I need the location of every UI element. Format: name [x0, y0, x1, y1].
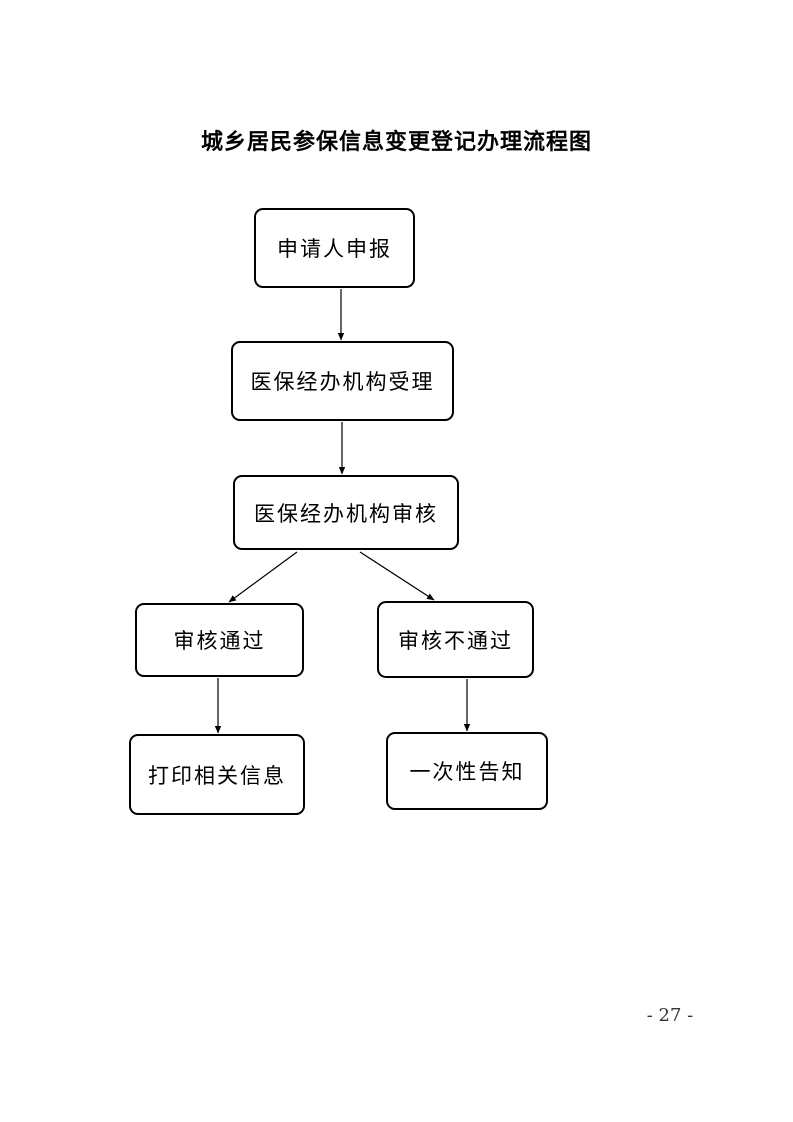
arrow-review-to-approved [228, 551, 298, 603]
node-agency-accept: 医保经办机构受理 [231, 341, 454, 421]
page-number: - 27 - [646, 1005, 694, 1026]
node-one-time-notice: 一次性告知 [386, 732, 548, 810]
node-review-rejected: 审核不通过 [377, 601, 534, 678]
page-title: 城乡居民参保信息变更登记办理流程图 [200, 130, 592, 155]
arrow-review-to-rejected [359, 551, 435, 601]
node-review-approved: 审核通过 [135, 603, 304, 677]
node-applicant-declare: 申请人申报 [254, 208, 415, 288]
node-print-info: 打印相关信息 [129, 734, 305, 815]
node-agency-review: 医保经办机构审核 [233, 475, 459, 550]
